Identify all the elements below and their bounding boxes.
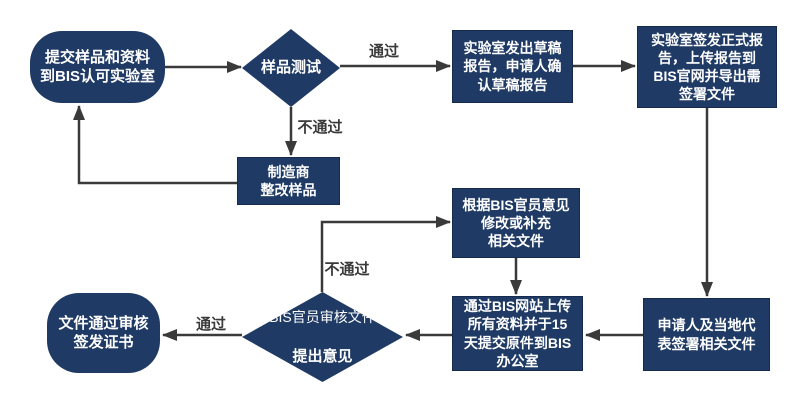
node-formal-report-label: 实验室签发正式报 告，上传报告到 BIS官网并导出需 签署文件 xyxy=(651,31,763,103)
node-draft-report: 实验室发出草稿 报告，申请人确 认草稿报告 xyxy=(452,30,573,103)
node-officer-review-line1: BIS官员审核文件 xyxy=(269,308,376,325)
node-sample-test-label: 样品测试 xyxy=(260,59,321,77)
node-upload-documents-label: 通过BIS网站上传 所有资料并于15 天提交原件到BIS 办公室 xyxy=(463,298,572,369)
edge-label-review-pass: 通过 xyxy=(195,316,226,333)
node-officer-review-label: BIS官员审核文件 提出意见 xyxy=(269,292,376,382)
node-officer-review-decision: BIS官员审核文件 提出意见 xyxy=(242,292,403,382)
node-submit-samples-label: 提交样品和资料 到BIS认可实验室 xyxy=(39,48,155,86)
node-manufacturer-rectify: 制造商 整改样品 xyxy=(237,157,340,205)
node-formal-report: 实验室签发正式报 告，上传报告到 BIS官网并导出需 签署文件 xyxy=(637,26,777,108)
node-draft-report-label: 实验室发出草稿 报告，申请人确 认草稿报告 xyxy=(463,40,562,93)
node-upload-documents: 通过BIS网站上传 所有资料并于15 天提交原件到BIS 办公室 xyxy=(452,296,583,371)
node-modify-documents: 根据BIS官员意见 修改或补充 相关文件 xyxy=(452,188,580,258)
node-manufacturer-rectify-label: 制造商 整改样品 xyxy=(260,163,317,198)
edge-label-review-fail: 不通过 xyxy=(324,261,370,278)
node-certificate-issued-label: 文件通过审核 签发证书 xyxy=(58,314,149,352)
node-sign-documents: 申请人及当地代 表签署相关文件 xyxy=(643,298,770,371)
edge-label-test-fail: 不通过 xyxy=(297,119,343,136)
edge-label-test-pass: 通过 xyxy=(368,43,399,60)
node-sample-test-decision: 样品测试 xyxy=(242,29,340,107)
node-officer-review-line2: 提出意见 xyxy=(292,347,353,365)
node-sign-documents-label: 申请人及当地代 表签署相关文件 xyxy=(657,317,756,352)
node-certificate-issued: 文件通过审核 签发证书 xyxy=(47,293,160,373)
node-modify-documents-label: 根据BIS官员意见 修改或补充 相关文件 xyxy=(462,196,570,250)
node-submit-samples: 提交样品和资料 到BIS认可实验室 xyxy=(30,31,165,103)
